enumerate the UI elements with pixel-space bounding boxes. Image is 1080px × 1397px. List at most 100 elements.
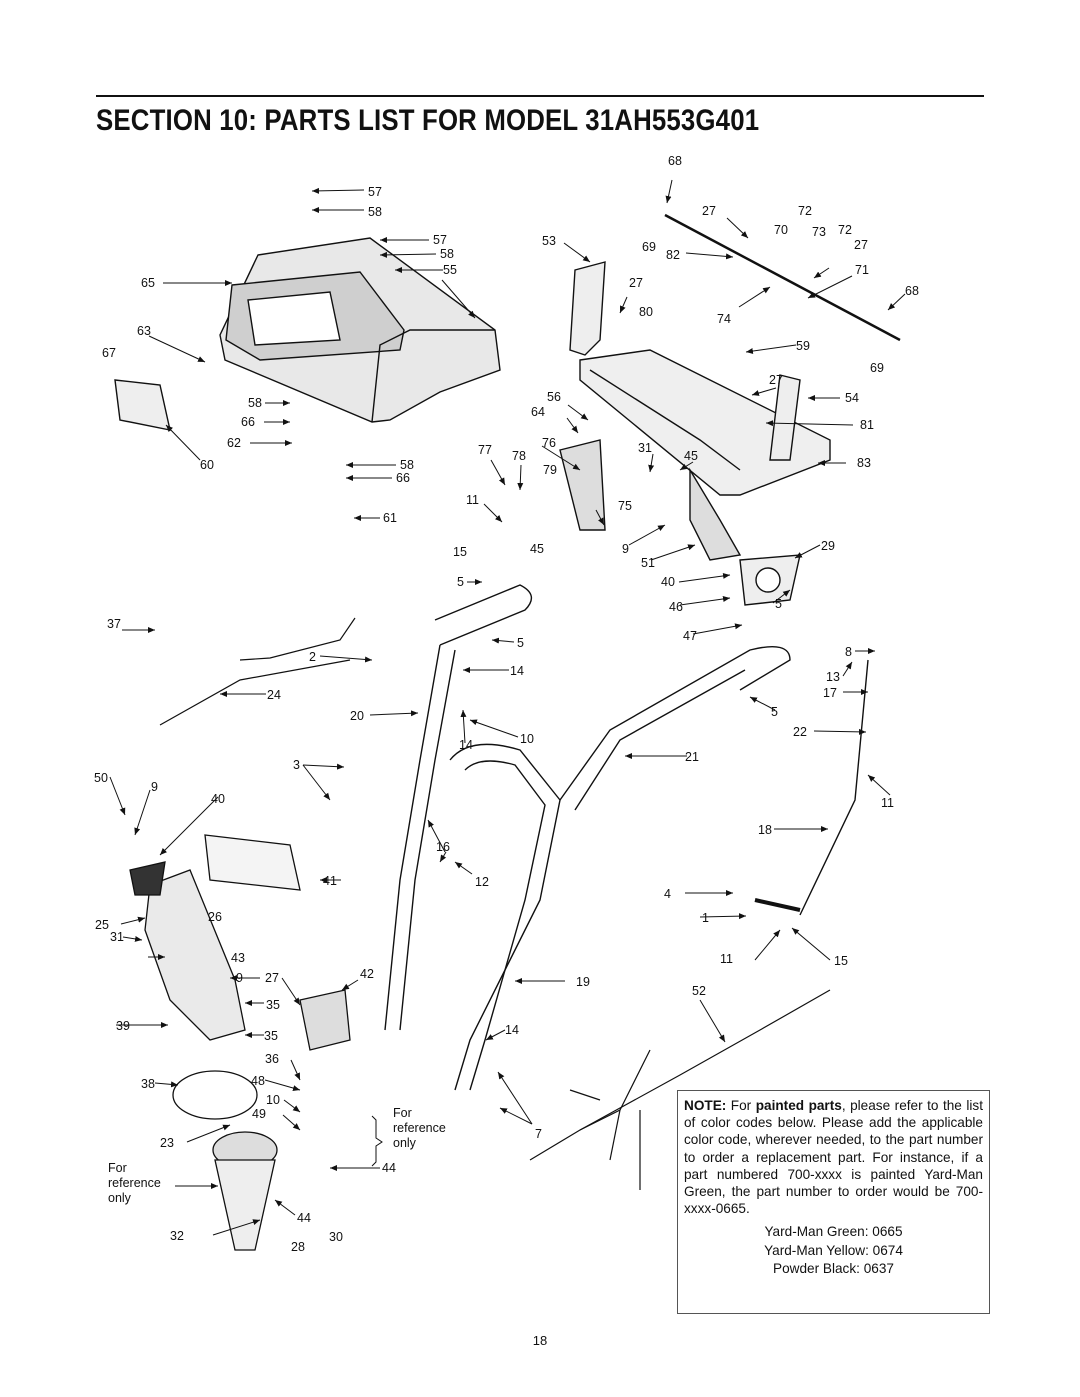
callout-58: 58: [368, 205, 382, 219]
wiring-harness: [159, 617, 831, 1190]
shroud-assembly: [114, 237, 501, 431]
callout-66: 66: [396, 471, 410, 485]
callout-60: 60: [200, 458, 214, 472]
note-bold-phrase: painted parts: [755, 1098, 842, 1113]
callout-24: 24: [267, 688, 281, 702]
callout-11: 11: [881, 796, 894, 810]
callout-10: 10: [266, 1093, 280, 1107]
callout-47: 47: [683, 629, 697, 643]
callout-26: 26: [208, 910, 222, 924]
callout-56: 56: [547, 390, 561, 404]
ref-label-left-3: only: [108, 1191, 132, 1205]
callout-11: 11: [720, 952, 733, 966]
callout-27: 27: [854, 238, 868, 252]
callout-19: 19: [576, 975, 590, 989]
callout-45: 45: [684, 449, 698, 463]
callout-35: 35: [266, 998, 280, 1012]
callout-58: 58: [248, 396, 262, 410]
callout-28: 28: [291, 1240, 305, 1254]
callout-39: 39: [116, 1019, 130, 1033]
callout-45: 45: [530, 542, 544, 556]
callout-62: 62: [227, 436, 241, 450]
callout-15: 15: [834, 954, 848, 968]
callout-27: 27: [629, 276, 643, 290]
callout-65: 65: [141, 276, 155, 290]
callout-22: 22: [793, 725, 807, 739]
callout-9: 9: [622, 542, 629, 556]
callout-29: 29: [821, 539, 835, 553]
callout-30: 30: [329, 1230, 343, 1244]
ref-label-left-1: For: [108, 1161, 127, 1175]
reference-labels: For reference only For reference only: [108, 1106, 446, 1205]
note-text-1: For: [726, 1098, 756, 1113]
callout-50: 50: [94, 771, 108, 785]
painted-parts-note: NOTE: For painted parts, please refer to…: [677, 1090, 990, 1314]
color-code-black: Powder Black: 0637: [773, 1261, 894, 1277]
callout-58: 58: [440, 247, 454, 261]
callout-70: 70: [774, 223, 788, 237]
callout-36: 36: [265, 1052, 279, 1066]
callout-16: 16: [436, 840, 450, 854]
callout-48: 48: [251, 1074, 265, 1088]
callout-11: 11: [466, 493, 479, 507]
callout-5: 5: [517, 636, 524, 650]
color-code-list: Yard-Man Green: 0665 Yard-Man Yellow: 06…: [684, 1223, 983, 1279]
callout-44: 44: [297, 1211, 311, 1225]
callout-5: 5: [771, 705, 778, 719]
callout-72: 72: [838, 223, 852, 237]
callout-83: 83: [857, 456, 871, 470]
callout-14: 14: [510, 664, 524, 678]
callout-7: 7: [535, 1127, 542, 1141]
callout-27: 27: [265, 971, 279, 985]
callout-2: 2: [309, 650, 316, 664]
callout-73: 73: [812, 225, 826, 239]
note-text-2: , please refer to the list of color code…: [684, 1098, 983, 1217]
color-code-yellow: Yard-Man Yellow: 0674: [764, 1242, 903, 1258]
callout-9: 9: [151, 780, 158, 794]
callout-51: 51: [641, 556, 655, 570]
callout-15: 15: [453, 545, 467, 559]
callout-71: 71: [855, 263, 869, 277]
callout-35: 35: [264, 1029, 278, 1043]
callout-63: 63: [137, 324, 151, 338]
callout-27: 27: [769, 373, 783, 387]
callout-64: 64: [531, 405, 545, 419]
callout-52: 52: [692, 984, 706, 998]
callout-18: 18: [758, 823, 772, 837]
callout-66: 66: [241, 415, 255, 429]
callout-44: 44: [382, 1161, 396, 1175]
callout-54: 54: [845, 391, 859, 405]
ref-label-right-2: reference: [393, 1121, 446, 1135]
callout-68: 68: [905, 284, 919, 298]
callout-31: 31: [638, 441, 652, 455]
callout-74: 74: [717, 312, 731, 326]
note-lead: NOTE:: [684, 1098, 727, 1113]
section-title: SECTION 10: PARTS LIST FOR MODEL 31AH553…: [96, 104, 760, 137]
callout-12: 12: [475, 875, 489, 889]
callout-42: 42: [360, 967, 374, 981]
callout-21: 21: [685, 750, 699, 764]
callout-81: 81: [860, 418, 874, 432]
callout-8: 8: [845, 645, 852, 659]
callout-77: 77: [478, 443, 492, 457]
callout-32: 32: [170, 1229, 184, 1243]
callout-38: 38: [141, 1077, 155, 1091]
callout-57: 57: [368, 185, 382, 199]
callout-69: 69: [642, 240, 656, 254]
callout-68: 68: [668, 154, 682, 168]
callout-1: 1: [702, 911, 709, 925]
callout-numbers: 57 58 57 58 55 65 63 67 58 66 62 60 58 6…: [94, 154, 919, 1254]
callout-27: 27: [702, 204, 716, 218]
callout-3: 3: [293, 758, 300, 772]
callout-14: 14: [459, 738, 473, 752]
callout-61: 61: [383, 511, 397, 525]
callout-78: 78: [512, 449, 526, 463]
callout-5: 5: [775, 597, 782, 611]
callout-72: 72: [798, 204, 812, 218]
callout-80: 80: [639, 305, 653, 319]
handle-assembly: [384, 584, 869, 1091]
callout-4: 4: [664, 887, 671, 901]
callout-14: 14: [505, 1023, 519, 1037]
callout-67: 67: [102, 346, 116, 360]
callout-23: 23: [160, 1136, 174, 1150]
